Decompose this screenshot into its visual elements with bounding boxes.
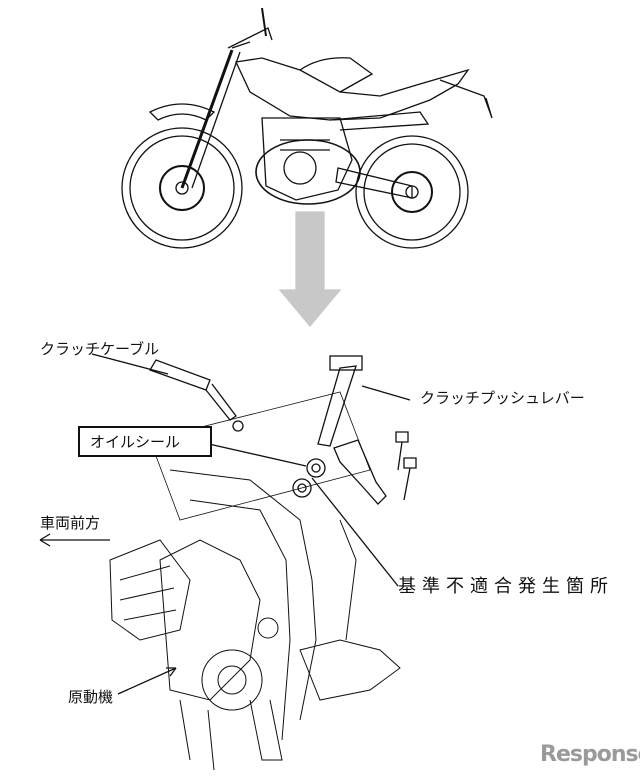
clutch-cable xyxy=(91,353,244,432)
oil-seal xyxy=(199,441,326,498)
down-arrow xyxy=(278,211,342,328)
motorcycle-illustration xyxy=(121,7,493,249)
engine-frame-illustration xyxy=(109,469,401,771)
watermark-logo: Response. xyxy=(540,742,640,767)
clutch-cable-label: クラッチケーブル xyxy=(40,340,160,358)
clutch-push-lever xyxy=(317,355,417,505)
vehicle-front-label: 車両前方 xyxy=(40,514,101,532)
oil-seal-label: オイルシール xyxy=(78,426,213,457)
engine-label: 原動機 xyxy=(68,688,114,706)
defect-location-label: 基準不適合発生箇所 xyxy=(398,576,614,597)
clutch-push-lever-label: クラッチプッシュレバー xyxy=(420,389,585,407)
